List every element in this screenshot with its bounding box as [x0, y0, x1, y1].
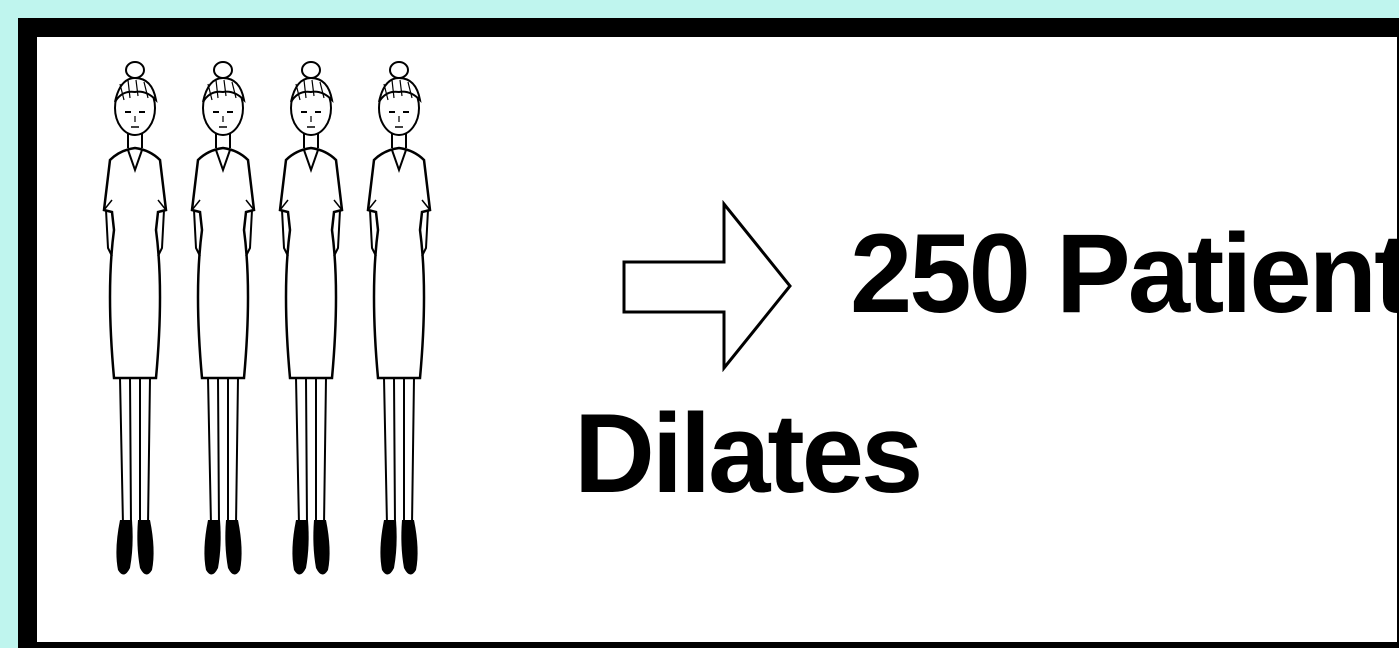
- person-figure-icon: [90, 60, 180, 580]
- person-figure-icon: [178, 60, 268, 580]
- person-figure-icon: [354, 60, 444, 580]
- dilates-label: Dilates: [574, 398, 920, 510]
- right-arrow-icon: [620, 200, 795, 372]
- figure-group: [90, 60, 450, 580]
- person-figure-icon: [266, 60, 356, 580]
- patient-count-label: 250 Patients: [850, 218, 1399, 330]
